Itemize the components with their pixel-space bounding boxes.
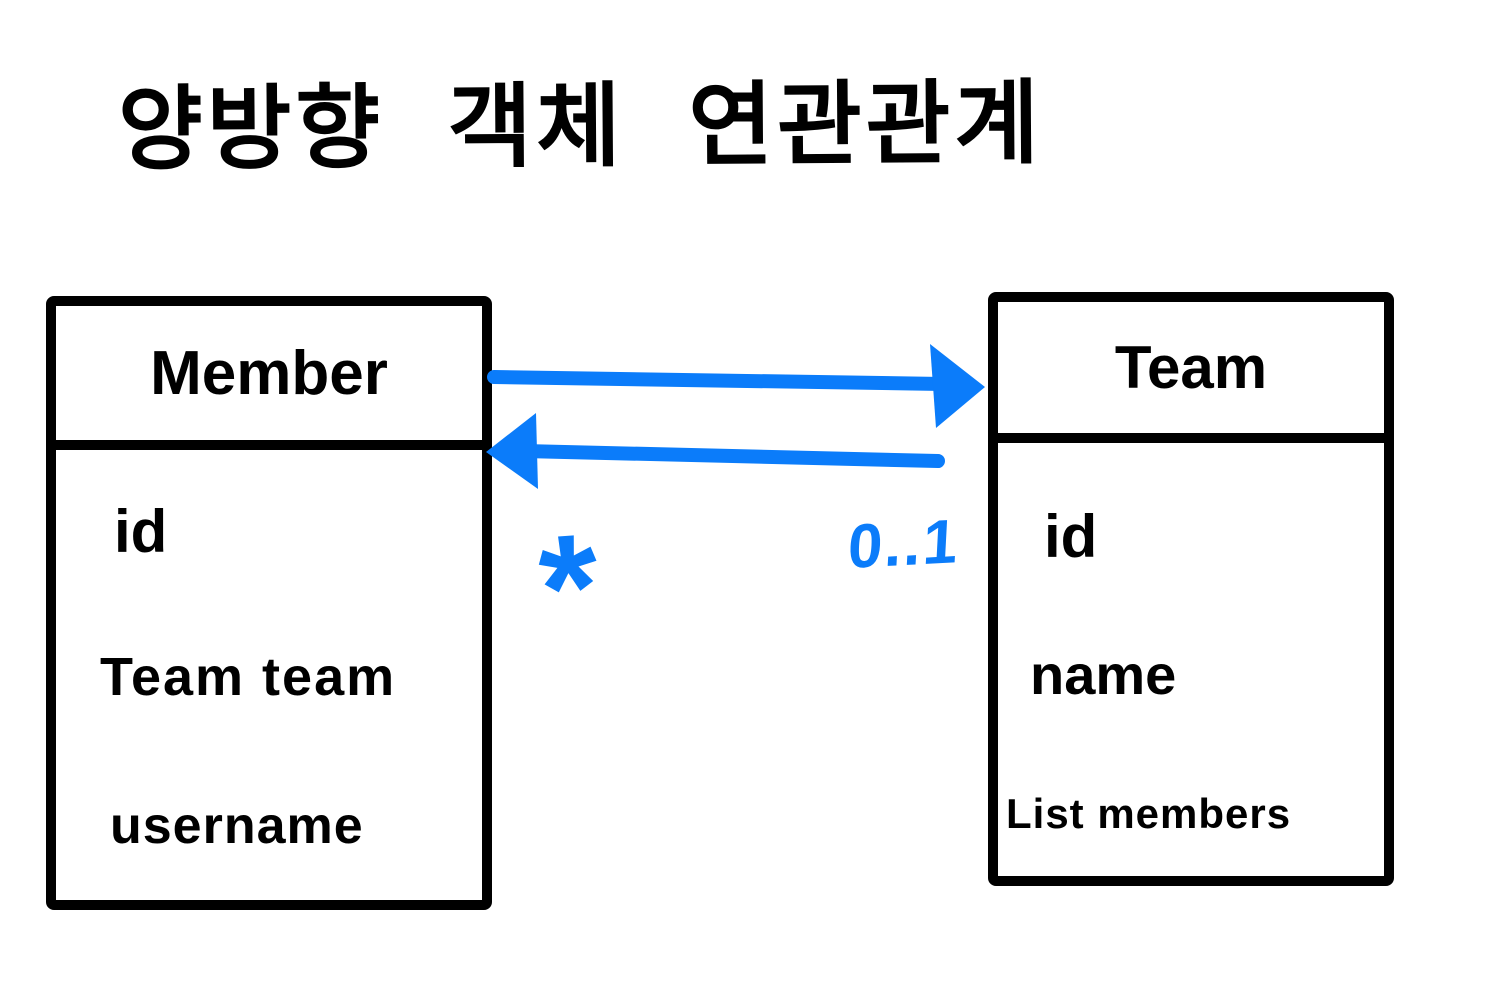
arrowhead-left-icon bbox=[486, 413, 538, 489]
association-arrow-member-to-team bbox=[487, 344, 985, 428]
arrow-line-left bbox=[517, 444, 945, 468]
team-field-name: name bbox=[1030, 643, 1177, 706]
member-field-id: id bbox=[114, 498, 168, 565]
multiplicity-member-side: * bbox=[534, 501, 605, 673]
class-box-team: Team id name List members bbox=[988, 292, 1394, 886]
member-field-team: Team team bbox=[100, 647, 397, 707]
team-class-name: Team bbox=[998, 302, 1384, 443]
member-field-username: username bbox=[110, 797, 364, 855]
arrow-line-right bbox=[487, 370, 950, 391]
member-class-name: Member bbox=[56, 306, 482, 450]
association-arrow-team-to-member bbox=[486, 413, 945, 489]
team-field-id: id bbox=[1044, 503, 1098, 570]
diagram-title: 양방향 객체 연관관계 bbox=[117, 72, 1044, 182]
multiplicity-team-side: 0..1 bbox=[846, 506, 962, 583]
team-field-list-members: List members bbox=[1006, 790, 1292, 837]
arrowhead-right-icon bbox=[930, 344, 985, 428]
class-box-member: Member id Team team username bbox=[46, 296, 492, 910]
